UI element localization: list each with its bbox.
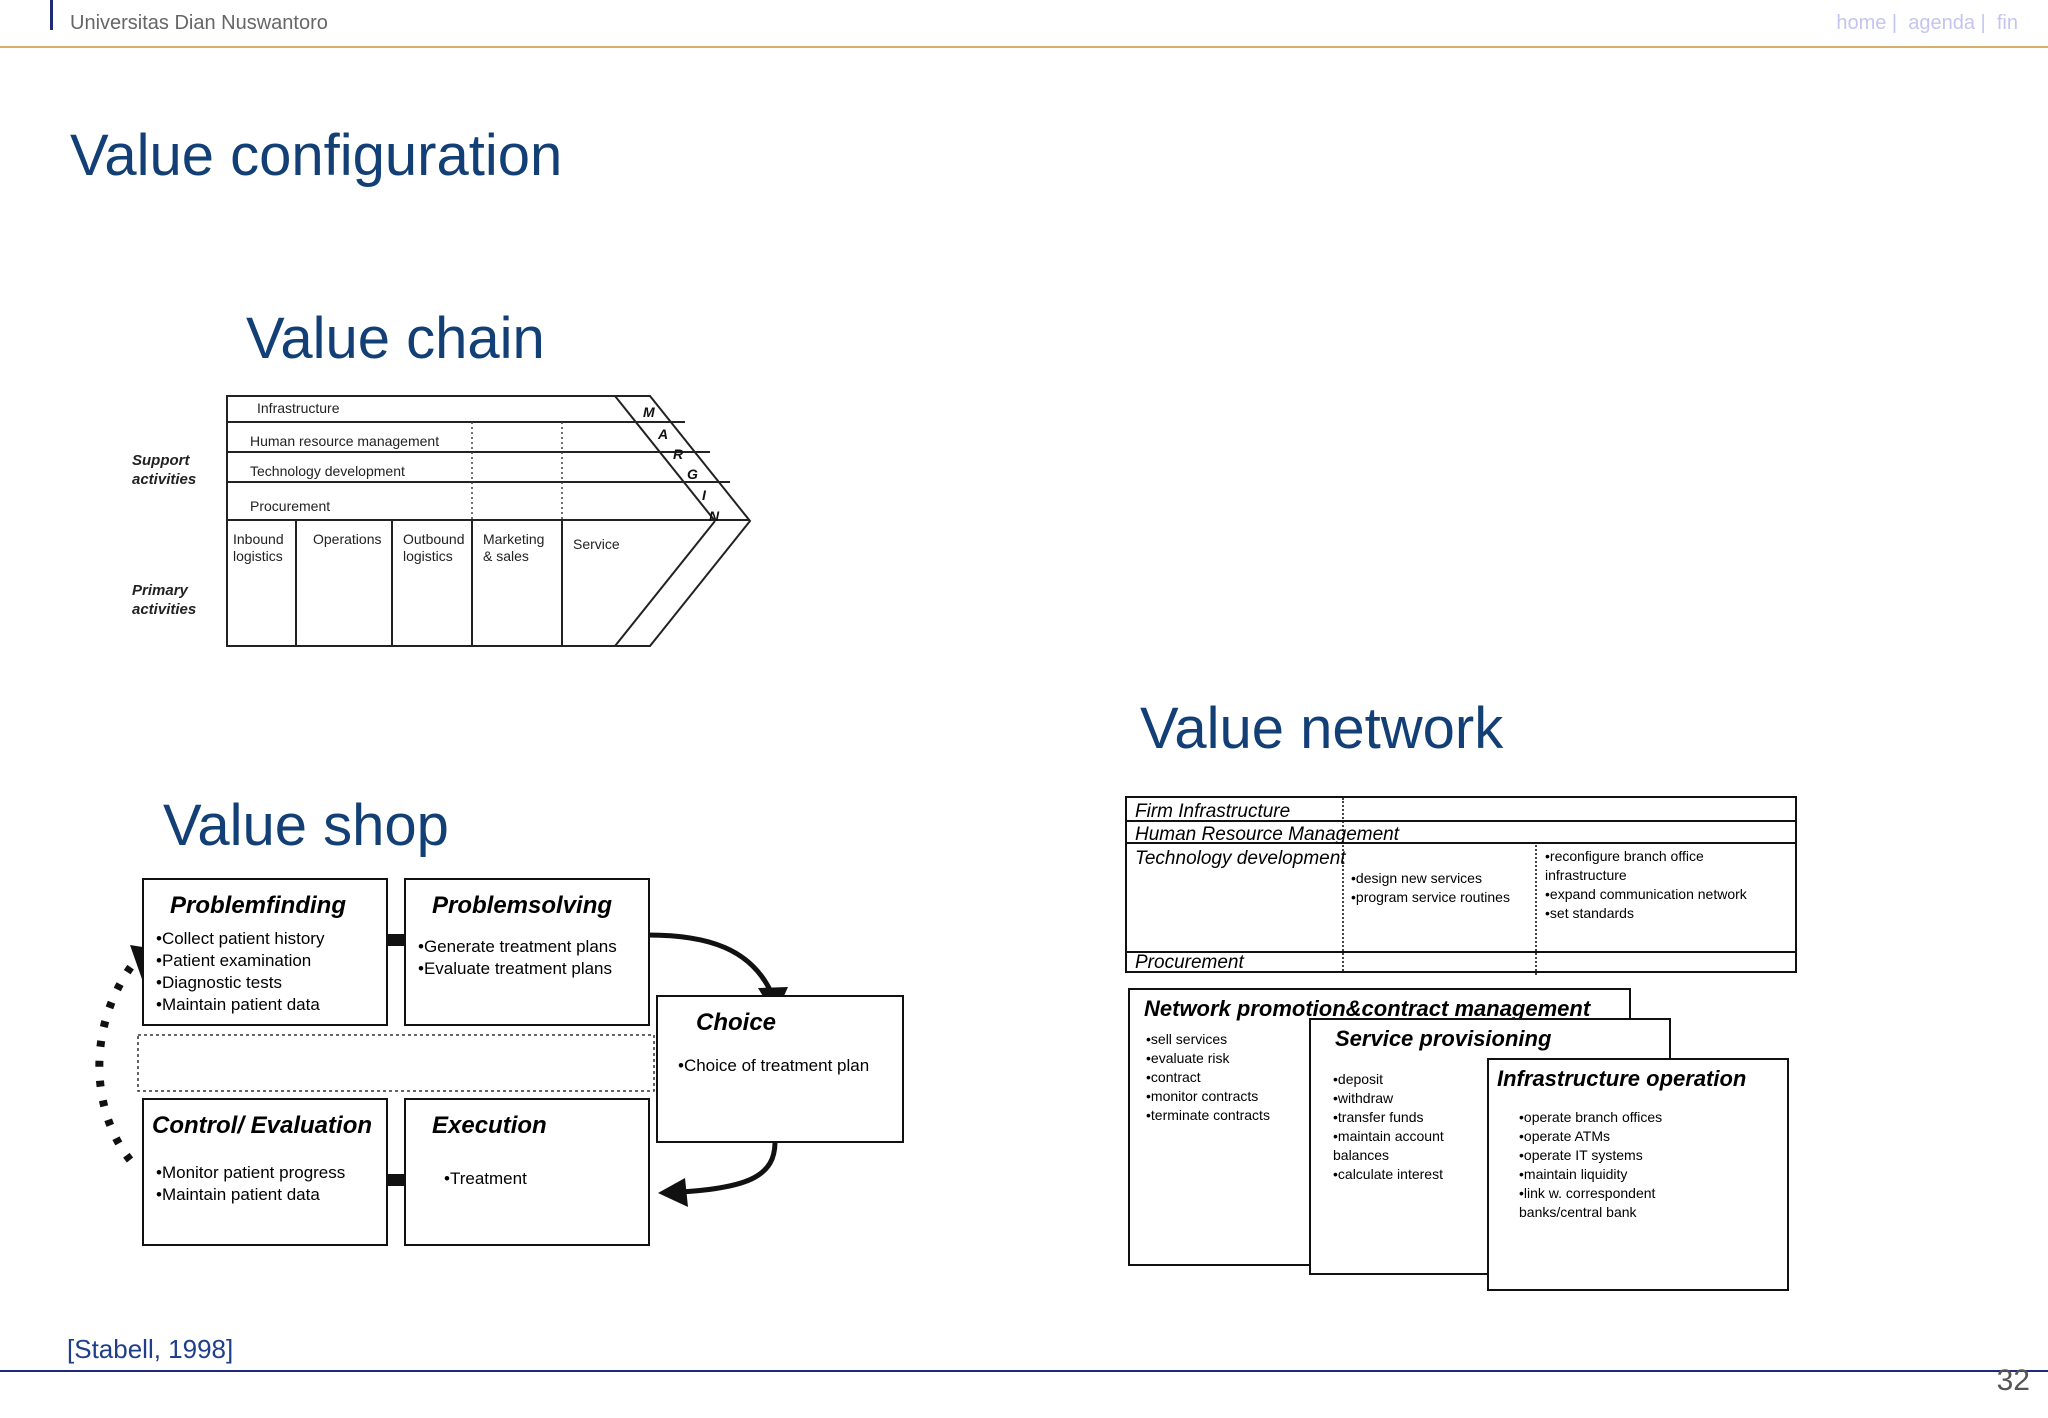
support-row-technology: Technology development: [1135, 848, 1346, 869]
list-item: •calculate interest: [1333, 1166, 1443, 1182]
row-divider: [1127, 951, 1795, 953]
list-item: •transfer funds: [1333, 1109, 1424, 1125]
list-item: •deposit: [1333, 1071, 1384, 1087]
citation: [Stabell, 1998]: [67, 1334, 234, 1364]
control-evaluation-list: •Monitor patient progress •Maintain pati…: [156, 1162, 345, 1206]
support-row-firm-infrastructure: Firm Infrastructure: [1135, 801, 1291, 822]
value-chain-graphic: [226, 395, 752, 647]
margin-letter: G: [687, 466, 698, 482]
value-shop-diagram: Problemfinding •Collect patient history …: [70, 870, 920, 1260]
execution-box: Execution •Treatment: [404, 1098, 650, 1246]
nav-fin-link[interactable]: fin: [1996, 12, 2018, 34]
list-item: •Monitor patient progress: [156, 1163, 346, 1182]
page-number: 32: [1996, 1364, 2030, 1397]
page-title: Value configuration: [70, 123, 563, 188]
list-item: •maintain account: [1333, 1128, 1444, 1144]
margin-letter: R: [673, 446, 684, 462]
column-divider: [1342, 798, 1344, 971]
primary-col-operations: Operations: [313, 531, 382, 547]
value-network-title: Value network: [1140, 696, 1504, 761]
list-item: •Collect patient history: [156, 929, 325, 948]
value-chain-diagram: Infrastructure Human resource management…: [130, 388, 760, 658]
network-promotion-title: Network promotion&contract management: [1144, 996, 1591, 1021]
list-item: •operate IT systems: [1519, 1147, 1643, 1163]
list-item: •evaluate risk: [1146, 1050, 1230, 1066]
problemsolving-box: Problemsolving •Generate treatment plans…: [404, 878, 650, 1026]
execution-title: Execution: [432, 1112, 547, 1139]
margin-letter: I: [702, 487, 706, 503]
nav-home-link[interactable]: home |: [1836, 12, 1898, 34]
header-divider: [0, 46, 2048, 48]
support-row-procurement: Procurement: [250, 498, 331, 514]
header-accent-bar: [50, 0, 53, 30]
list-item: •sell services: [1146, 1031, 1228, 1047]
technology-services-list: •design new services •program service ro…: [1351, 870, 1510, 905]
service-provisioning-list: •deposit •withdraw •transfer funds •main…: [1333, 1070, 1444, 1184]
problemfinding-list: •Collect patient history •Patient examin…: [156, 928, 324, 1016]
value-shop-title: Value shop: [163, 793, 449, 858]
footer-divider: [0, 1370, 2048, 1372]
infrastructure-operation-box: Infrastructure operation •operate branch…: [1487, 1058, 1789, 1291]
list-item: banks/central bank: [1519, 1204, 1637, 1220]
nav-agenda-link[interactable]: agenda |: [1908, 12, 1986, 34]
list-item: •maintain liquidity: [1519, 1166, 1628, 1182]
university-name: Universitas Dian Nuswantoro: [70, 12, 328, 34]
top-nav: home | agenda | fin: [1836, 12, 2018, 35]
list-item: •Maintain patient data: [156, 995, 320, 1014]
list-item: •withdraw: [1333, 1090, 1394, 1106]
list-item: •terminate contracts: [1146, 1107, 1270, 1123]
list-item: •Patient examination: [156, 951, 312, 970]
choice-list: •Choice of treatment plan: [678, 1055, 869, 1077]
margin-letter: M: [643, 404, 655, 420]
problemsolving-title: Problemsolving: [432, 892, 613, 919]
list-item: •link w. correspondent: [1519, 1185, 1656, 1201]
list-item: •Choice of treatment plan: [678, 1056, 870, 1075]
network-promotion-list: •sell services •evaluate risk •contract …: [1146, 1030, 1270, 1125]
choice-title: Choice: [696, 1009, 777, 1036]
list-item: •Generate treatment plans: [418, 937, 617, 956]
primary-col-marketing: Marketing& sales: [483, 531, 545, 564]
infrastructure-operation-list: •operate branch offices •operate ATMs •o…: [1519, 1108, 1662, 1222]
support-row-hrm: Human resource management: [250, 433, 440, 449]
list-item: balances: [1333, 1147, 1390, 1163]
column-divider: [1535, 842, 1537, 975]
support-row-hrm: Human Resource Management: [1135, 824, 1400, 845]
primary-col-service: Service: [573, 536, 620, 552]
list-item: •operate branch offices: [1519, 1109, 1663, 1125]
support-row-technology: Technology development: [250, 463, 405, 479]
list-item: •Diagnostic tests: [156, 973, 282, 992]
choice-box: Choice •Choice of treatment plan: [656, 995, 904, 1143]
control-evaluation-box: Control/ Evaluation •Monitor patient pro…: [142, 1098, 388, 1246]
list-item: •contract: [1146, 1069, 1201, 1085]
list-item: •monitor contracts: [1146, 1088, 1259, 1104]
list-item: •Evaluate treatment plans: [418, 959, 613, 978]
service-provisioning-title: Service provisioning: [1335, 1026, 1552, 1051]
support-row-procurement: Procurement: [1135, 952, 1244, 973]
support-row-infrastructure: Infrastructure: [257, 400, 340, 416]
value-network-support-table: Firm Infrastructure Human Resource Manag…: [1125, 796, 1797, 975]
list-item: •Maintain patient data: [156, 1185, 320, 1204]
margin-letter: N: [709, 508, 720, 524]
control-evaluation-title: Control/ Evaluation: [152, 1112, 373, 1139]
value-chain-title: Value chain: [246, 306, 545, 371]
list-item: •Treatment: [444, 1169, 527, 1188]
margin-letter: A: [658, 426, 669, 442]
row-divider: [1127, 842, 1795, 844]
infrastructure-operation-title: Infrastructure operation: [1497, 1066, 1747, 1091]
problemfinding-title: Problemfinding: [170, 892, 346, 919]
problemsolving-list: •Generate treatment plans •Evaluate trea…: [418, 936, 617, 980]
problemfinding-box: Problemfinding •Collect patient history …: [142, 878, 388, 1026]
list-item: •operate ATMs: [1519, 1128, 1611, 1144]
row-divider: [1127, 820, 1795, 822]
execution-list: •Treatment: [444, 1168, 527, 1190]
technology-infra-list: •reconfigure branch office infrastructur…: [1545, 848, 1747, 921]
